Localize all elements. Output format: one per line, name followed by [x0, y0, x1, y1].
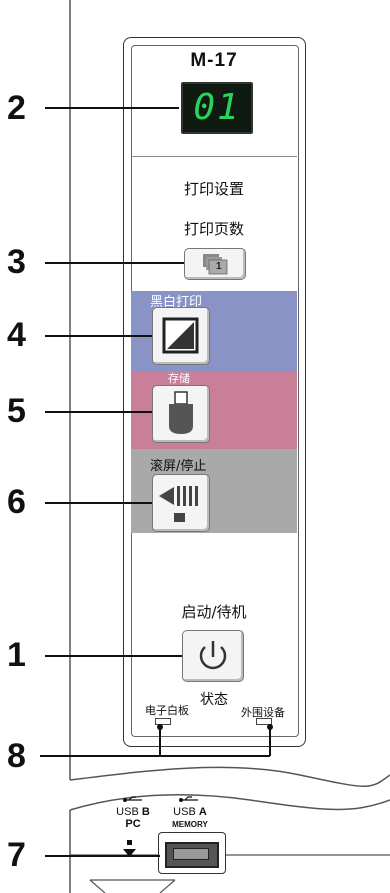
power-icon	[199, 641, 227, 670]
whiteboard-status-label: 电子白板	[145, 704, 189, 717]
scroll-stop-button[interactable]	[152, 474, 210, 532]
save-label: 存储	[168, 372, 190, 385]
whiteboard-status-led	[155, 718, 171, 725]
callout-7: 7	[7, 836, 26, 874]
usb-a-label: USB A MEMORY	[172, 806, 208, 829]
start-standby-label: 启动/待机	[181, 603, 247, 621]
callout-4: 4	[7, 316, 26, 354]
callout-6-leader	[45, 502, 152, 504]
callout-3-leader	[45, 262, 184, 264]
scroll-stop-label: 滚屏/停止	[150, 459, 207, 474]
power-button[interactable]	[182, 630, 244, 682]
usb-a-port[interactable]	[165, 842, 219, 868]
scroll-stop-icon	[159, 486, 198, 522]
usb-b-icon	[123, 796, 142, 802]
status-label: 状态	[200, 692, 228, 708]
usb-a-icon	[179, 796, 198, 802]
copy-counter-display: 01	[181, 82, 253, 134]
arrow-down-icon	[123, 840, 136, 857]
callout-8: 8	[7, 737, 26, 775]
callout-7-leader	[45, 855, 160, 857]
print-pages-button[interactable]: 1	[184, 248, 246, 280]
callout-4-leader	[45, 335, 152, 337]
callout-2-leader	[45, 107, 179, 109]
external-device-status-label: 外围设备	[241, 706, 285, 719]
callout-1-leader	[45, 655, 182, 657]
print-settings-label: 打印设置	[183, 180, 244, 198]
memory-stick-icon	[169, 391, 193, 434]
callout-5-leader	[45, 411, 152, 413]
usb-b-label: USB B PC	[116, 806, 150, 830]
callout-5: 5	[7, 392, 26, 430]
bw-print-button[interactable]	[152, 307, 210, 365]
external-device-status-led	[256, 718, 272, 725]
model-name: M-17	[190, 50, 238, 71]
print-pages-label: 打印页数	[183, 220, 244, 238]
divider	[131, 156, 297, 157]
save-button[interactable]	[152, 385, 210, 443]
callout-6: 6	[7, 483, 26, 521]
bw-print-icon	[162, 317, 199, 354]
pages-icon	[203, 254, 228, 275]
callout-2: 2	[7, 89, 26, 127]
callout-3: 3	[7, 243, 26, 281]
bw-print-label: 黑白打印	[150, 295, 203, 310]
pages-icon-number: 1	[216, 261, 222, 272]
callout-1: 1	[7, 636, 26, 674]
